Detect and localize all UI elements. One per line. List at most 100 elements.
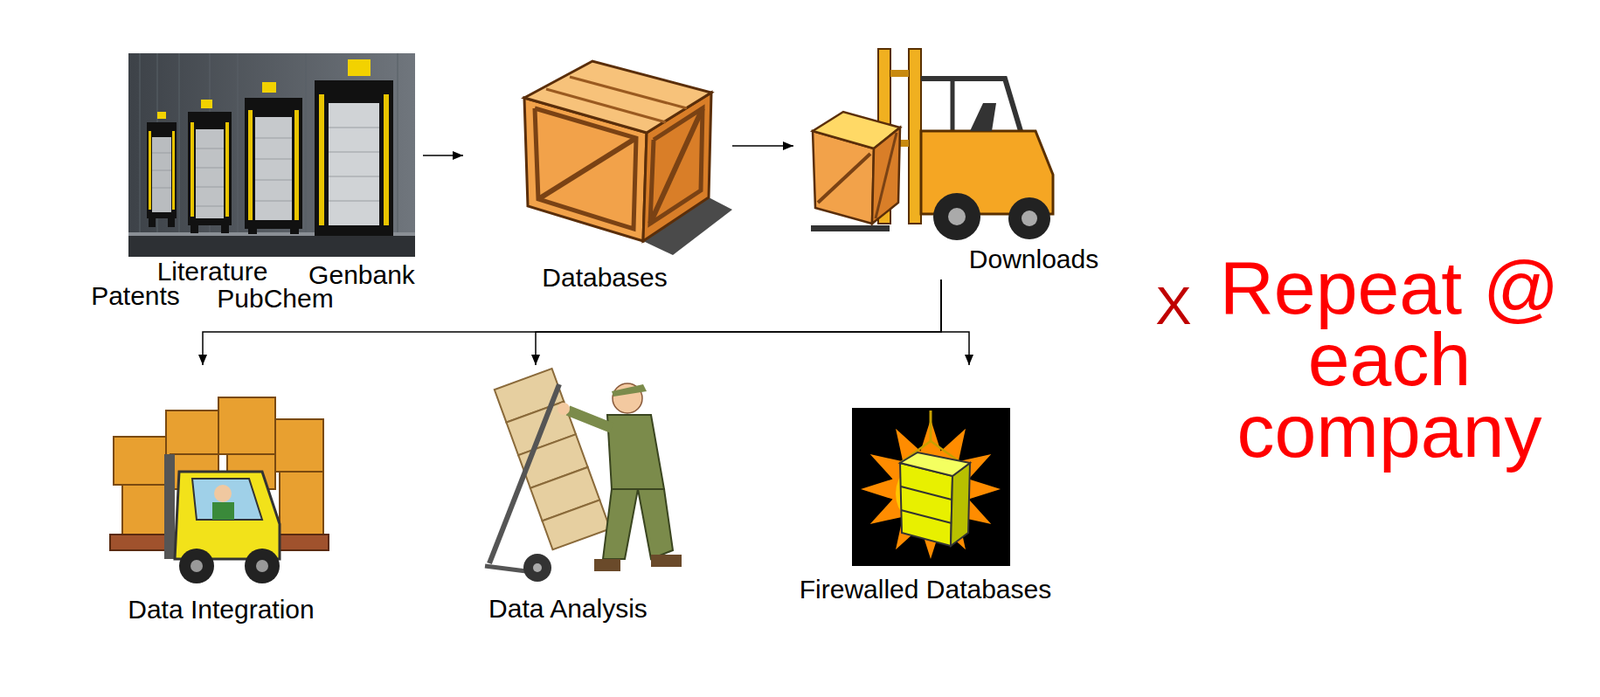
loading-dock-photo-part xyxy=(314,80,394,236)
forklift-illustration-part xyxy=(810,225,890,232)
integration-illustration-part xyxy=(192,478,263,520)
figure-caption: PubChem xyxy=(216,283,333,314)
loading-dock-photo xyxy=(128,53,416,257)
loading-dock-photo-part xyxy=(290,228,299,235)
loading-dock-photo-part xyxy=(190,225,199,234)
loading-dock-photo-part xyxy=(221,225,229,234)
firewall-illustration-part xyxy=(929,410,933,442)
analysis-illustration-part xyxy=(602,489,638,560)
loading-dock-photo-part xyxy=(225,122,229,217)
integration-illustration-part-part xyxy=(218,397,276,455)
crate-illustration-part xyxy=(650,108,703,224)
forklift-illustration-part xyxy=(948,207,966,226)
loading-dock-photo-part-part xyxy=(152,187,172,189)
loading-dock-photo-part-part xyxy=(152,152,172,154)
forklift-illustration-part xyxy=(890,69,909,77)
flow-arrow xyxy=(941,279,970,366)
loading-dock-photo-part-part xyxy=(328,200,380,202)
loading-dock-photo-part xyxy=(248,110,253,221)
loading-dock-photo-part-part xyxy=(328,176,380,178)
forklift-illustration-part xyxy=(950,78,956,132)
loading-dock-photo-part xyxy=(128,234,416,257)
figure-caption: Databases xyxy=(541,263,667,293)
loading-dock-photo-part-part xyxy=(328,152,380,153)
loading-dock-photo-part xyxy=(294,110,299,221)
integration-illustration-part-part xyxy=(113,436,167,485)
analysis-illustration-part xyxy=(533,563,542,573)
analysis-illustration-part xyxy=(567,410,612,429)
flow-arrow xyxy=(732,145,794,147)
forklift-illustration-part xyxy=(921,78,1021,132)
figure-caption: Firewalled Databases xyxy=(799,574,1052,605)
integration-illustration-part xyxy=(244,548,280,584)
loading-dock-photo-part xyxy=(195,129,224,219)
integration-illustration-part-part xyxy=(275,419,324,472)
loading-dock-photo-part-part xyxy=(138,53,141,236)
analysis-illustration-part xyxy=(651,554,682,568)
loading-dock-photo-part xyxy=(152,127,380,207)
loading-dock-photo-part-part xyxy=(195,206,224,208)
loading-dock-photo-part-part xyxy=(255,159,292,160)
source-photo: LiteratureGenbankPatentsPubChem xyxy=(87,53,420,316)
loading-dock-photo-part xyxy=(262,82,277,93)
integration-illustration-part-part xyxy=(279,471,324,538)
integration-illustration-part xyxy=(164,454,175,560)
crate-illustration-part xyxy=(534,108,637,229)
forklift-illustration-part xyxy=(875,132,897,219)
loading-dock-photo-part-part xyxy=(255,138,292,139)
forklift-illustration xyxy=(810,48,1053,241)
analysis-figure: Data Analysis xyxy=(454,365,686,628)
firewall-figure: Firewalled Databases xyxy=(790,365,1062,609)
crate-illustration xyxy=(524,61,733,256)
firewall-illustration-part xyxy=(900,486,952,500)
loading-dock-photo-part xyxy=(139,53,398,236)
integration-illustration-part xyxy=(179,548,215,584)
loading-dock-photo-part-part xyxy=(255,180,292,181)
crate-illustration-part xyxy=(650,108,703,224)
integration-illustration-part xyxy=(174,471,280,560)
download-forklift: Downloads xyxy=(796,39,1108,280)
loading-dock-photo-part xyxy=(328,103,380,226)
analysis-illustration-part xyxy=(523,554,552,582)
loading-dock-photo-part-part xyxy=(396,53,399,236)
figure-caption: Data Analysis xyxy=(488,594,648,624)
integration-illustration-part xyxy=(214,484,232,503)
analysis-illustration-part xyxy=(637,489,673,560)
forklift-illustration-part xyxy=(933,193,981,241)
analysis-illustration-part xyxy=(611,384,647,397)
forklift-illustration-part xyxy=(908,48,922,224)
multiplier-mark: X xyxy=(1155,275,1192,337)
loading-dock-photo-part-part xyxy=(178,53,181,236)
loading-dock-photo-part-part xyxy=(195,167,224,169)
loading-dock-photo-part xyxy=(172,131,175,210)
loading-dock-photo-part xyxy=(347,59,371,77)
loading-dock-photo-part xyxy=(318,94,325,226)
loading-dock-photo-part xyxy=(128,53,416,257)
loading-dock-photo-part xyxy=(383,94,389,226)
database-crate: Databases xyxy=(466,52,729,298)
forklift-illustration-part xyxy=(872,127,901,224)
loading-dock-photo-part-part xyxy=(236,53,239,236)
loading-dock-photo-part xyxy=(244,97,303,229)
forklift-illustration-part xyxy=(817,153,871,203)
forklift-illustration-part xyxy=(1021,210,1038,227)
crate-illustration-part xyxy=(538,138,637,200)
loading-dock-photo-part-part xyxy=(255,200,292,202)
crate-illustration-part xyxy=(569,76,687,109)
figure-caption: Patents xyxy=(90,281,181,312)
integration-illustration-part xyxy=(256,560,269,573)
analysis-illustration-part xyxy=(594,559,621,572)
loading-dock-photo-part-part xyxy=(304,53,307,236)
firewall-illustration xyxy=(851,408,1011,567)
analysis-illustration xyxy=(484,368,682,582)
integration-illustration-part xyxy=(190,560,203,573)
loading-dock-photo-part xyxy=(157,111,167,119)
loading-dock-photo-part-part xyxy=(195,187,224,188)
loading-dock-photo-part xyxy=(190,122,194,217)
integration-illustration-part-part xyxy=(122,484,171,538)
loading-dock-photo-part-part xyxy=(195,148,224,150)
flow-arrow xyxy=(202,279,942,366)
loading-dock-photo-part xyxy=(167,218,175,228)
forklift-illustration-part xyxy=(969,103,997,132)
